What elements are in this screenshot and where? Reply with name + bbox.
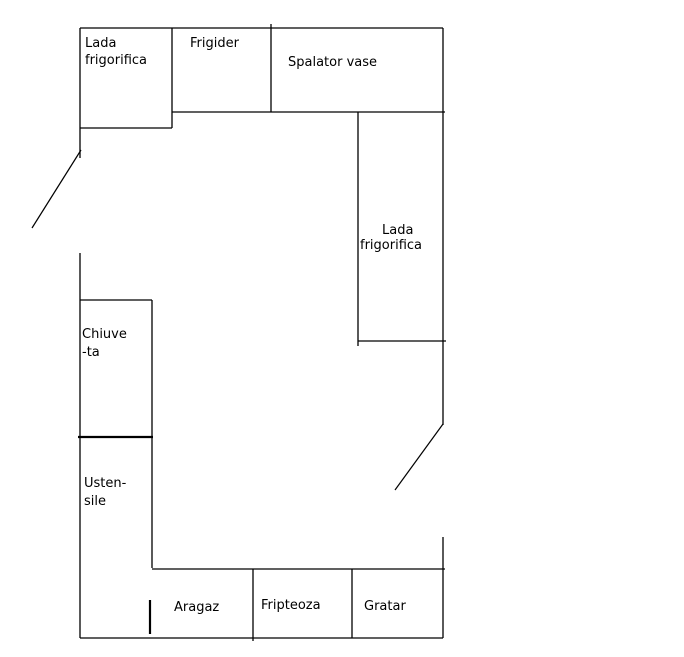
frigider-label: Frigider	[190, 36, 240, 51]
fripteoza: Fripteoza	[261, 569, 353, 638]
gratar: Gratar	[364, 599, 406, 614]
aragaz-label: Aragaz	[174, 600, 219, 615]
chiuveta-label-1: Chiuve	[82, 327, 127, 342]
lada-frigorifica-right: Lada frigorifica	[357, 112, 446, 346]
lada-right-label-1: Lada	[382, 223, 413, 238]
fripteoza-label: Fripteoza	[261, 598, 321, 613]
lada-top-label-2: frigorifica	[85, 53, 147, 68]
spalator-vase: Spalator vase	[172, 55, 445, 113]
spalator-label: Spalator vase	[288, 55, 377, 70]
right-door	[394, 423, 444, 491]
lada-right-label-2: frigorifica	[360, 238, 422, 253]
left-door	[31, 149, 82, 229]
chiuveta: Chiuve -ta	[78, 299, 153, 568]
lada-top-label-1: Lada	[85, 36, 116, 51]
ustensile-label-2: sile	[84, 494, 106, 509]
chiuveta-label-2: -ta	[82, 345, 100, 360]
aragaz: Aragaz	[174, 569, 254, 641]
gratar-label: Gratar	[364, 599, 406, 614]
ustensile-label-1: Usten-	[84, 476, 127, 491]
lada-frigorifica-top: Lada frigorifica	[80, 28, 173, 129]
ustensile: Usten- sile	[84, 476, 152, 634]
frigider: Frigider	[190, 24, 272, 112]
